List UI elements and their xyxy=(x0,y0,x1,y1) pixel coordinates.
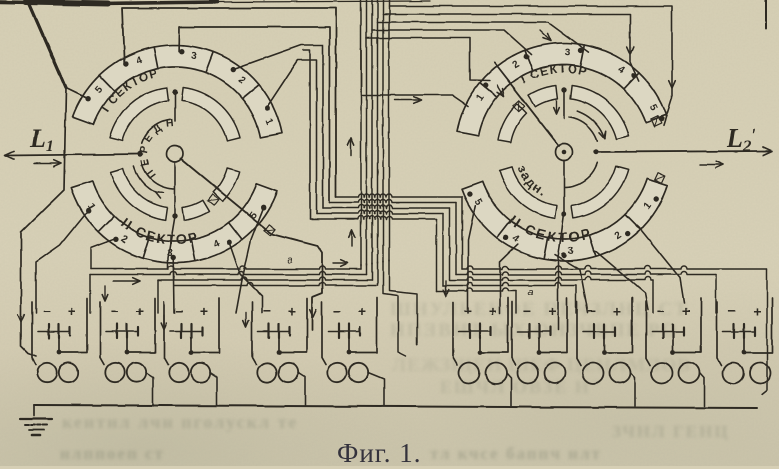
svg-text:−: − xyxy=(263,303,271,319)
svg-text:3: 3 xyxy=(568,246,575,257)
svg-text:−: − xyxy=(464,303,472,319)
svg-text:+: + xyxy=(489,303,497,319)
svg-text:2: 2 xyxy=(236,74,248,86)
svg-text:+: + xyxy=(288,303,296,319)
svg-text:+: + xyxy=(200,303,208,319)
svg-text:4: 4 xyxy=(135,55,145,67)
svg-text:2: 2 xyxy=(511,59,522,72)
svg-text:+: + xyxy=(136,303,144,319)
svg-text:+: + xyxy=(613,303,621,319)
svg-text:3: 3 xyxy=(565,47,571,58)
svg-text:+: + xyxy=(753,303,761,319)
svg-text:5: 5 xyxy=(647,103,660,113)
svg-text:5: 5 xyxy=(472,197,485,208)
svg-text:1: 1 xyxy=(474,92,486,103)
svg-text:+: + xyxy=(548,303,556,319)
svg-text:4: 4 xyxy=(511,233,522,246)
svg-text:2: 2 xyxy=(613,229,624,241)
svg-text:a: a xyxy=(287,255,293,266)
svg-text:−: − xyxy=(175,303,183,319)
svg-text:−: − xyxy=(523,303,531,319)
svg-text:1: 1 xyxy=(641,201,653,212)
svg-text:4: 4 xyxy=(616,64,627,76)
svg-text:5: 5 xyxy=(93,84,105,96)
svg-text:−: − xyxy=(728,303,736,319)
svg-text:4: 4 xyxy=(211,238,221,250)
svg-text:5: 5 xyxy=(247,209,259,221)
svg-text:+: + xyxy=(68,303,76,319)
svg-text:−: − xyxy=(333,303,341,319)
svg-text:−: − xyxy=(43,303,51,319)
svg-text:2: 2 xyxy=(119,234,130,247)
svg-text:−: − xyxy=(111,303,119,319)
svg-text:−: − xyxy=(657,303,665,319)
svg-text:+: + xyxy=(682,303,690,319)
svg-text:a: a xyxy=(528,287,534,298)
svg-text:3: 3 xyxy=(190,50,198,62)
svg-text:1: 1 xyxy=(84,201,97,212)
svg-text:+: + xyxy=(358,303,366,319)
svg-text:3: 3 xyxy=(167,248,174,259)
svg-text:−: − xyxy=(588,303,596,319)
svg-text:1: 1 xyxy=(263,117,275,126)
